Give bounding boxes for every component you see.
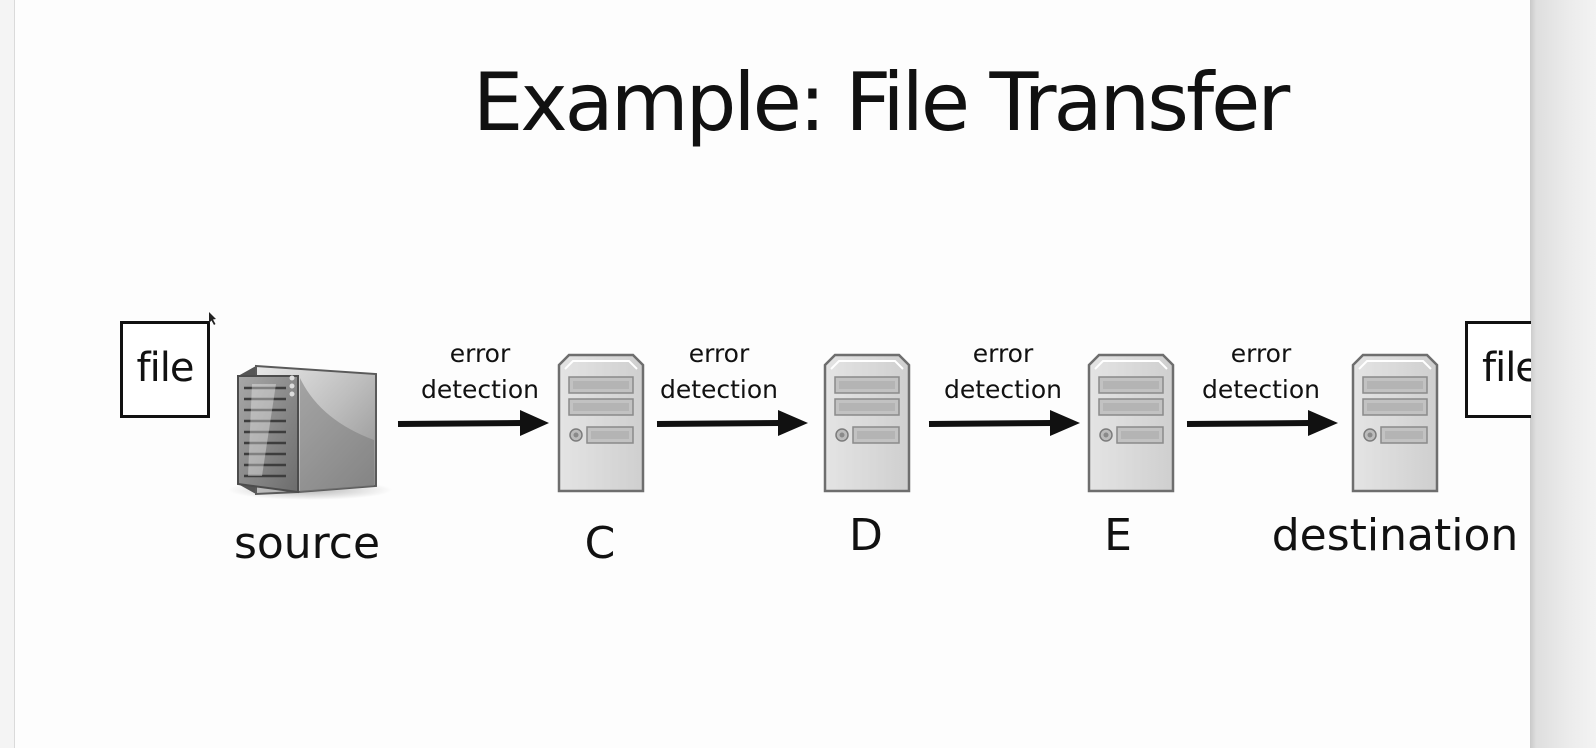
edge-label-d-e: error detection [928, 336, 1078, 408]
slide-left-edge [0, 0, 15, 748]
edge-label-line1: error [972, 339, 1034, 368]
node-label-d: D [849, 510, 883, 561]
destination-server-icon [1351, 353, 1439, 493]
edge-label-line1: error [1230, 339, 1292, 368]
file-box-source: file [120, 321, 210, 418]
node-label-e: E [1104, 510, 1132, 561]
edge-label-line1: error [449, 339, 511, 368]
edge-label-line2: detection [943, 375, 1063, 404]
server-e-icon [1087, 353, 1175, 493]
server-d-icon [823, 353, 911, 493]
edge-label-line1: error [688, 339, 750, 368]
node-label-destination: destination [1271, 510, 1519, 561]
arrow-e-to-destination [1186, 410, 1338, 436]
edge-label-line2: detection [1201, 375, 1321, 404]
slide-title: Example: File Transfer [472, 56, 1290, 149]
source-server-icon [228, 364, 392, 500]
arrow-d-to-e [928, 410, 1080, 436]
arrow-source-to-c [397, 410, 549, 436]
edge-label-e-destination: error detection [1186, 336, 1336, 408]
edge-label-source-c: error detection [405, 336, 555, 408]
node-label-c: C [584, 518, 616, 569]
file-box-destination: file [1465, 321, 1531, 418]
arrow-c-to-d [656, 410, 808, 436]
server-c-icon [557, 353, 645, 493]
edge-label-c-d: error detection [644, 336, 794, 408]
slide-right-shadow [1530, 0, 1596, 748]
edge-label-line2: detection [659, 375, 779, 404]
edge-label-line2: detection [420, 375, 540, 404]
node-label-source: source [233, 518, 381, 569]
mouse-cursor-icon [209, 312, 216, 325]
